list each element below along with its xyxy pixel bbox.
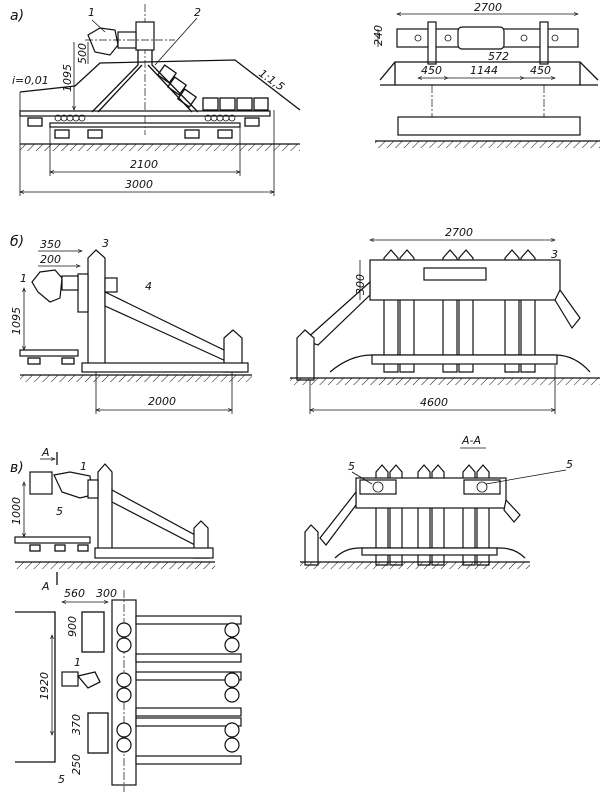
base-beam: [94, 547, 214, 559]
stone-blocks: [156, 64, 269, 111]
dim-900: 900: [66, 616, 79, 637]
section-mark-top: А: [41, 446, 50, 459]
dim-370: 370: [70, 714, 83, 735]
sleeper: [371, 354, 558, 365]
dim-2700: 2700: [445, 226, 473, 239]
embankment-slope-label: 1:1,5: [256, 67, 287, 94]
panel-a-side-view: а) 1 2 i=0,01 1:1,5: [10, 4, 301, 196]
dim-1144: 1144: [470, 64, 498, 77]
sleepers: [27, 117, 260, 139]
callout-1: 1: [88, 6, 95, 19]
sleeper: [361, 547, 498, 556]
end-post: [304, 524, 319, 566]
callout-5-right: 5: [566, 458, 573, 471]
y-stand-frame: [91, 48, 199, 113]
dim-300: 300: [96, 587, 117, 600]
dim-240: 240: [372, 25, 385, 46]
stand-head: [135, 21, 155, 51]
right-strut: [503, 498, 521, 523]
dim-4600: 4600: [420, 396, 448, 409]
dim-1000: 1000: [10, 497, 23, 525]
slope-label: i=0,01: [12, 74, 49, 87]
dim-3000: 3000: [125, 178, 153, 191]
end-post: [296, 329, 315, 381]
callout-1: 1: [80, 460, 87, 473]
panel-a-end-view: 2700 240 572 450 1144 450: [372, 1, 600, 148]
dim-2100: 2100: [130, 158, 158, 171]
sleeper: [397, 116, 581, 136]
rail: [19, 349, 79, 357]
bolt-row: [54, 114, 236, 122]
coupler-plan: [61, 671, 79, 687]
panel-b-side-view: б) 1 3 4 350 200 1095 2000: [10, 234, 252, 414]
panel-b-label: б): [10, 234, 24, 250]
section-mark-bottom: А: [41, 580, 50, 593]
callout-3: 3: [551, 248, 558, 261]
right-strut: [554, 288, 581, 330]
dim-572: 572: [488, 50, 509, 63]
base-beam: [81, 362, 249, 373]
coupler-icon: [53, 471, 93, 499]
dim-350: 350: [40, 238, 61, 251]
embankment-profile: [19, 59, 301, 111]
callout-5: 5: [58, 773, 65, 786]
panel-a-label: а): [10, 8, 24, 24]
dim-1095: 1095: [61, 64, 74, 92]
panel-b-end-view: 2700 300 3 4600: [290, 226, 600, 414]
callout-5-left: 5: [348, 460, 355, 473]
dim-250: 250: [70, 754, 83, 775]
panel-v-label: в): [10, 460, 24, 476]
dim-560: 560: [64, 587, 85, 600]
vertical-post: [87, 249, 106, 371]
dim-2700: 2700: [474, 1, 502, 14]
dim-450-right: 450: [530, 64, 551, 77]
callout-5: 5: [56, 505, 63, 518]
dim-1920: 1920: [38, 672, 51, 700]
section-a-a: А-А 5 5: [300, 434, 573, 569]
base-plate: [49, 122, 241, 128]
section-title: А-А: [461, 434, 481, 447]
callout-1: 1: [20, 272, 27, 285]
vertical-post: [97, 463, 113, 551]
embankment-top: [379, 61, 599, 81]
log-rows: [116, 615, 242, 765]
panel-v-side-view: в) А А 1 5 1000: [10, 446, 215, 593]
buffer-block: [29, 471, 53, 495]
coupler-icon: [87, 27, 119, 56]
rail: [14, 536, 91, 544]
plan-view: 560 300 900 1920 370 250 1 5: [15, 587, 242, 792]
car-outline: [15, 611, 56, 763]
callout-2: 2: [194, 6, 201, 19]
dim-2000: 2000: [148, 395, 176, 408]
dim-300: 300: [354, 274, 367, 295]
dim-200: 200: [40, 253, 61, 266]
coupler-plate: [457, 26, 505, 50]
coupler-plate-left: [359, 479, 397, 495]
callout-4: 4: [145, 280, 152, 293]
dim-450-left: 450: [421, 64, 442, 77]
dim-500: 500: [76, 43, 89, 64]
callout-3: 3: [102, 237, 109, 250]
diagonal-strut-4: [104, 291, 229, 363]
coupler-icon: [31, 269, 63, 303]
left-strut: [319, 490, 357, 546]
dim-1095: 1095: [10, 307, 23, 335]
coupler-plate: [423, 267, 487, 281]
diagonal-strut: [111, 488, 196, 546]
callout-1: 1: [74, 656, 81, 669]
